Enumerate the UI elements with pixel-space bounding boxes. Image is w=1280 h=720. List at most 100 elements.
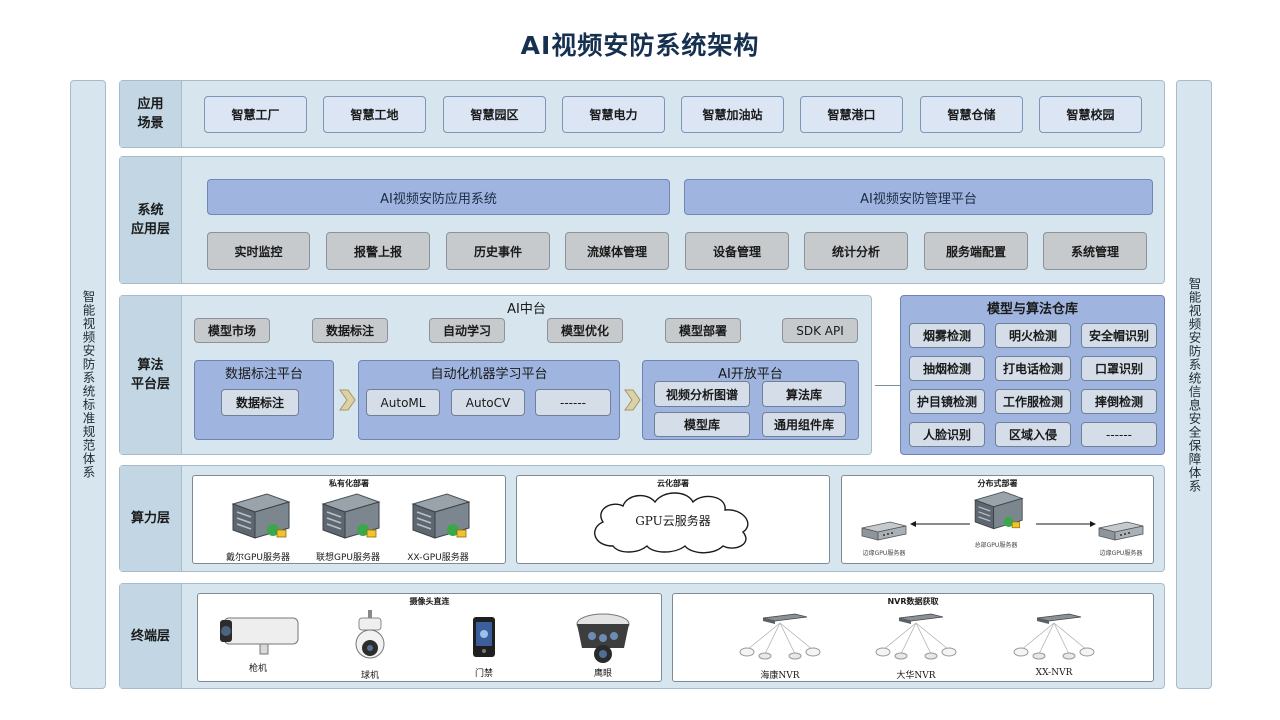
hub-item[interactable]: 数据标注	[312, 318, 388, 343]
scene-item[interactable]: 智慧港口	[800, 96, 903, 133]
chevron-right-icon	[339, 389, 356, 411]
scene-item[interactable]: 智慧园区	[443, 96, 546, 133]
terminal-layer: 终端层 摄像头直连 枪机 球机 门禁	[119, 583, 1165, 689]
ai-security-app-system[interactable]: AI视频安防应用系统	[207, 179, 670, 215]
platform-item[interactable]: AutoCV	[451, 389, 525, 416]
nvr-label: XX-NVR	[1035, 668, 1073, 678]
camera-label: 鹰眼	[593, 669, 612, 679]
system-function-item[interactable]: 报警上报	[326, 232, 430, 270]
hub-item[interactable]: SDK API	[782, 318, 858, 343]
scene-item[interactable]: 智慧工厂	[204, 96, 307, 133]
system-function-item[interactable]: 实时监控	[207, 232, 310, 270]
scene-item[interactable]: 智慧电力	[562, 96, 665, 133]
repository-title: 模型与算法仓库	[986, 302, 1078, 317]
system-function-item[interactable]: 设备管理	[685, 232, 789, 270]
system-function-item[interactable]: 系统管理	[1043, 232, 1147, 270]
platform-item[interactable]: 模型库	[654, 412, 750, 437]
camera-label: 球机	[360, 671, 379, 681]
system-function-item[interactable]: 流媒体管理	[565, 232, 669, 270]
eagle-eye-icon	[576, 613, 630, 663]
server-icon	[411, 493, 471, 539]
dome-camera-icon	[355, 610, 385, 659]
platform-title: 自动化机器学习平台	[430, 367, 548, 382]
edge-server-label: 边缘GPU服务器	[862, 550, 906, 557]
platform-title: 数据标注平台	[224, 367, 303, 382]
repo-item[interactable]: 明火检测	[995, 323, 1071, 348]
ai-hub-title: AI中台	[507, 302, 546, 317]
platform-title: AI开放平台	[718, 367, 783, 382]
card-title: 分布式部署	[977, 479, 1018, 488]
cloud-deployment-card: 云化部署 GPU云服务器	[516, 475, 830, 564]
hub-item[interactable]: 自动学习	[429, 318, 505, 343]
nvr-icon	[1013, 613, 1095, 660]
server-label: 戴尔GPU服务器	[226, 553, 290, 563]
scene-item[interactable]: 智慧加油站	[681, 96, 784, 133]
model-algorithm-repository: 模型与算法仓库 烟雾检测 明火检测 安全帽识别 抽烟检测 打电话检测 口罩识别 …	[900, 295, 1165, 455]
edge-box-icon	[1098, 521, 1144, 541]
repo-item[interactable]: 区域入侵	[995, 422, 1071, 447]
platform-item[interactable]: AutoML	[366, 389, 440, 416]
system-function-item[interactable]: 统计分析	[804, 232, 908, 270]
platform-item[interactable]: 视频分析图谱	[654, 381, 750, 407]
repo-item[interactable]: 护目镜检测	[909, 389, 985, 414]
security-label: 智能视频安防系统信息安全保障体系	[1186, 276, 1202, 493]
layer-label: 终端层	[120, 584, 182, 688]
nvr-label: 海康NVR	[760, 671, 800, 681]
layer-label: 算法 平台层	[120, 296, 182, 454]
standards-label: 智能视频安防系统标准规范体系	[80, 290, 96, 479]
ai-open-platform: AI开放平台 视频分析图谱 算法库 模型库 通用组件库	[642, 360, 859, 440]
chevron-right-icon	[624, 389, 641, 411]
server-label: 联想GPU服务器	[316, 553, 380, 563]
scene-item[interactable]: 智慧校园	[1039, 96, 1142, 133]
distributed-deployment-card: 分布式部署 边缘GPU服务器 总部GPU服务器 边缘GPU服务器	[841, 475, 1154, 564]
automl-platform: 自动化机器学习平台 AutoML AutoCV ------	[358, 360, 620, 440]
edge-box-icon	[861, 521, 907, 541]
nvr-data-card: NVR数据获取 海康NVR 大	[672, 593, 1154, 682]
platform-item[interactable]: 数据标注	[221, 389, 299, 416]
gpu-cloud-label: GPU云服务器	[635, 514, 711, 528]
card-title: NVR数据获取	[887, 597, 939, 606]
edge-server-label: 边缘GPU服务器	[1099, 550, 1143, 557]
repo-item[interactable]: 安全帽识别	[1081, 323, 1157, 348]
server-icon	[973, 491, 1024, 530]
repo-item[interactable]: ------	[1081, 422, 1157, 447]
app-scene-layer: 应用 场景 智慧工厂 智慧工地 智慧园区 智慧电力 智慧加油站 智慧港口 智慧仓…	[119, 80, 1165, 148]
nvr-icon	[875, 613, 957, 660]
algorithm-platform-layer: 算法 平台层 AI中台 模型市场 数据标注 自动学习 模型优化 模型部署 SDK…	[119, 295, 872, 455]
layer-label: 系统 应用层	[120, 157, 182, 283]
repo-item[interactable]: 口罩识别	[1081, 356, 1157, 381]
nvr-icon	[739, 613, 821, 660]
server-icon	[231, 493, 291, 539]
scene-item[interactable]: 智慧仓储	[920, 96, 1023, 133]
platform-item[interactable]: ------	[535, 389, 611, 416]
repo-item[interactable]: 人脸识别	[909, 422, 985, 447]
compute-layer: 算力层 私有化部署 戴尔GPU服务器 联想GPU服务器 XX-GPU服务器	[119, 465, 1165, 572]
camera-direct-card: 摄像头直连 枪机 球机 门禁 鹰眼	[197, 593, 662, 682]
server-icon	[321, 493, 381, 539]
system-function-item[interactable]: 服务端配置	[924, 232, 1028, 270]
platform-item[interactable]: 通用组件库	[762, 412, 846, 437]
left-side-panel: 智能视频安防系统标准规范体系	[70, 80, 106, 689]
camera-label: 门禁	[474, 669, 493, 679]
repo-item[interactable]: 烟雾检测	[909, 323, 985, 348]
hub-item[interactable]: 模型部署	[665, 318, 741, 343]
platform-item[interactable]: 算法库	[762, 381, 846, 407]
door-access-icon	[473, 617, 495, 657]
scene-item[interactable]: 智慧工地	[323, 96, 426, 133]
page-title: AI视频安防系统架构	[520, 31, 760, 60]
nvr-label: 大华NVR	[896, 671, 936, 681]
server-label: XX-GPU服务器	[407, 553, 469, 563]
repo-item[interactable]: 抽烟检测	[909, 356, 985, 381]
ai-security-mgmt-platform[interactable]: AI视频安防管理平台	[684, 179, 1153, 215]
bullet-camera-icon	[220, 617, 299, 655]
connection-arrows	[910, 521, 1096, 527]
repo-item[interactable]: 打电话检测	[995, 356, 1071, 381]
hub-item[interactable]: 模型市场	[194, 318, 270, 343]
card-title: 云化部署	[657, 479, 689, 488]
right-side-panel: 智能视频安防系统信息安全保障体系	[1176, 80, 1212, 689]
cloud-icon	[594, 492, 749, 554]
repo-item[interactable]: 摔倒检测	[1081, 389, 1157, 414]
system-function-item[interactable]: 历史事件	[446, 232, 550, 270]
repo-item[interactable]: 工作服检测	[995, 389, 1071, 414]
hub-item[interactable]: 模型优化	[547, 318, 623, 343]
